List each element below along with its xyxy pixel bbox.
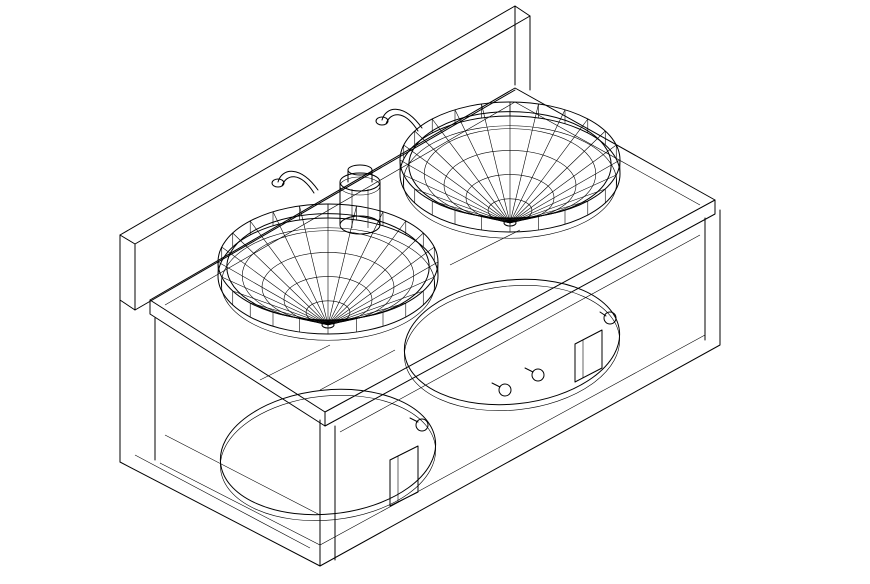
plumbing-ring-right [403, 278, 621, 411]
hidden-lines [259, 229, 521, 391]
valve-knob-center-1 [491, 382, 512, 397]
soap-dispenser [339, 164, 381, 235]
access-panel-right [574, 329, 603, 383]
plumbing-ring-left [219, 388, 437, 521]
vessel-sink-left [217, 203, 439, 341]
valve-knob-center-2 [524, 367, 545, 382]
vessel-sink-right [399, 101, 621, 239]
valve-knob-right [599, 311, 617, 325]
vanity-cabinet [119, 209, 721, 567]
faucet-left [271, 170, 319, 194]
faucet-right [375, 108, 423, 132]
access-panel-left [389, 445, 419, 507]
backsplash [119, 5, 531, 311]
valve-knob-left [409, 417, 429, 432]
